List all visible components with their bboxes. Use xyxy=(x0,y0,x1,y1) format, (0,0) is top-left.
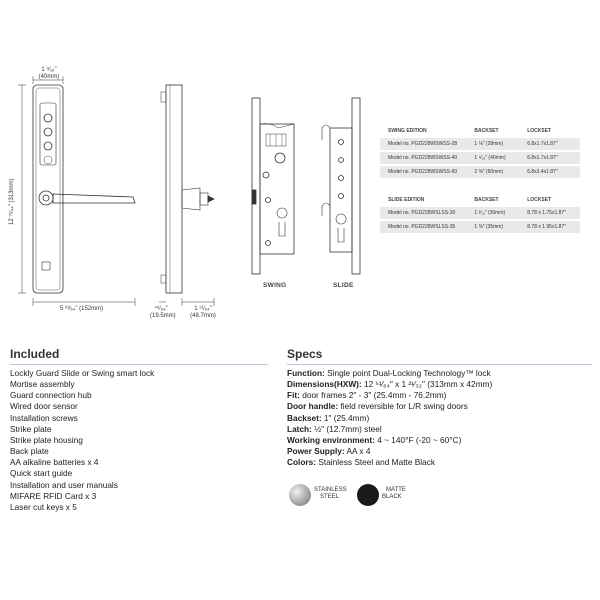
lever-handle xyxy=(52,193,136,204)
stainless-steel-label: STAINLESS STEEL xyxy=(314,487,347,500)
list-item: Lockly Guard Slide or Swing smart lock xyxy=(10,368,155,378)
table-row: Model no. PGD228WSLSS-35 1 ⅜" (35mm) 8.7… xyxy=(380,221,580,233)
spec-power-supply: Power Supply: AA x 4 xyxy=(287,446,371,457)
list-item: Installation and user manuals xyxy=(10,479,118,490)
side-view-body xyxy=(165,84,183,294)
table-row: Model no. PGD228WSLSS-30 1 ³⁄₁₆" (30mm) … xyxy=(380,207,580,219)
spec-fit: Fit: door frames 2" - 3" (25.4mm - 76.2m… xyxy=(287,390,447,401)
included-divider xyxy=(10,364,268,365)
keypad xyxy=(39,102,57,166)
list-item: Laser cut keys x 5 xyxy=(10,501,77,512)
spec-function: Function: Single point Dual-Locking Tech… xyxy=(287,368,491,378)
handle-length-dim-label: 5 ⁶³⁄₆₄" (152mm) xyxy=(60,306,104,312)
spec-backset: Backset: 1" (25.4mm) xyxy=(287,412,370,423)
table-title: SLIDE EDITION xyxy=(388,197,425,203)
included-title: Included xyxy=(10,347,60,361)
lockset-header: LOCKSET xyxy=(527,197,552,203)
table-header: SLIDE EDITION BACKSET LOCKSET xyxy=(380,197,580,207)
list-item: Quick start guide xyxy=(10,468,73,479)
stainless-steel-swatch xyxy=(289,484,311,506)
table-title: SWING EDITION xyxy=(388,128,427,134)
slide-edition-table: SLIDE EDITION BACKSET LOCKSET Model no. … xyxy=(380,197,580,235)
specs-list: Function: Single point Dual-Locking Tech… xyxy=(287,368,592,468)
table-row: Model no. PGD228WSWSS-28 1 ⅛" (28mm) 6.8… xyxy=(380,138,580,150)
list-item: Strike plate xyxy=(10,423,52,434)
list-item: MIFARE RFID Card x 3 xyxy=(10,490,97,501)
list-item: Strike plate housing xyxy=(10,434,83,445)
front-height-dim-label: 12 ⁵¹⁄₆₄" (313mm) xyxy=(9,178,15,226)
lock-technical-drawing xyxy=(18,76,361,306)
front-view-body xyxy=(32,84,64,294)
list-item: Wired door sensor xyxy=(10,401,78,412)
matte-black-swatch xyxy=(357,484,379,506)
included-list: Lockly Guard Slide or Swing smart lock M… xyxy=(10,368,270,513)
spec-door-handle: Door handle: field reversible for L/R sw… xyxy=(287,401,468,412)
list-item: AA alkaline batteries x 4 xyxy=(10,457,99,468)
side-depth-dim-label: 1 ⁵¹⁄₆₄" (48.7mm) xyxy=(190,306,216,319)
list-item: Mortise assembly xyxy=(10,379,75,390)
front-width-dim-label: 1 ⁹⁄₁₆" (40mm) xyxy=(38,67,60,80)
lockset-header: LOCKSET xyxy=(527,128,552,134)
side-small-dim-label: ⁴⁹⁄₆₄" (19.5mm) xyxy=(150,306,176,319)
spec-latch: Latch: ½" (12.7mm) steel xyxy=(287,423,382,434)
slide-caption: SLIDE xyxy=(333,282,354,289)
table-header: SWING EDITION BACKSET LOCKSET xyxy=(380,128,580,138)
matte-black-label: MATTE BLACK xyxy=(382,487,406,500)
backset-header: BACKSET xyxy=(474,128,499,134)
spec-colors: Colors: Stainless Steel and Matte Black xyxy=(287,457,436,468)
backset-header: BACKSET xyxy=(474,197,499,203)
swing-mortise-drawing xyxy=(251,97,295,275)
specs-title: Specs xyxy=(287,347,323,361)
spec-dimensions: Dimensions(HXW): 12 ⁵¹⁄₆₄" x 1 ²¹⁄₃₂" (3… xyxy=(287,379,493,390)
list-item: Guard connection hub xyxy=(10,390,92,401)
table-row: Model no. PGD228WSWSS-40 1 ⁹⁄₁₆" (40mm) … xyxy=(380,152,580,164)
table-row: Model no. PGD228WSWSS-60 2 ⅜" (60mm) 6.8… xyxy=(380,166,580,178)
spec-working-environment: Working environment: 4 ~ 140°F (-20 ~ 60… xyxy=(287,434,462,445)
handle-rose xyxy=(38,190,54,206)
swing-edition-table: SWING EDITION BACKSET LOCKSET Model no. … xyxy=(380,128,580,180)
list-item: Installation screws xyxy=(10,412,78,423)
slide-mortise-drawing xyxy=(321,97,361,275)
swing-caption: SWING xyxy=(263,282,287,289)
specs-divider xyxy=(287,364,592,365)
list-item: Back plate xyxy=(10,446,49,457)
